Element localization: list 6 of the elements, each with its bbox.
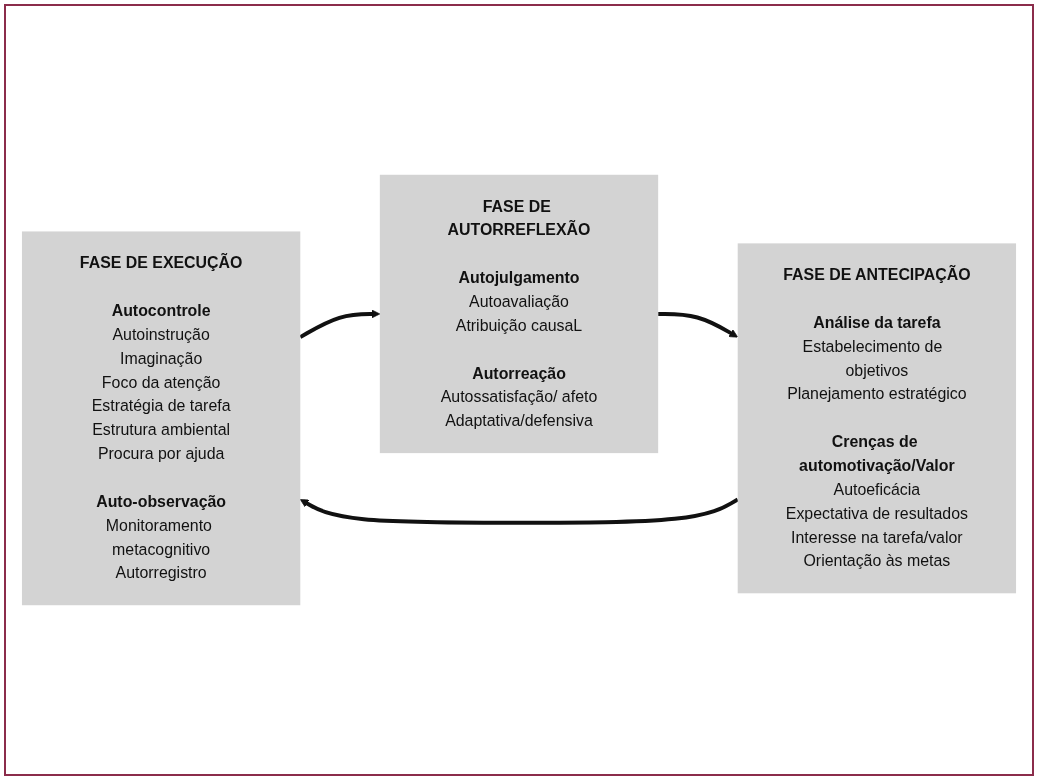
node-box: FASE DE AUTORREFLEXÃO Autojulgamento Autoavaliação Atribuição causaL Autorreação Autossatisfação/ afeto Adaptativa/defensiva bbox=[379, 174, 659, 454]
node-box: FASE DE ANTECIPAÇÃO Análise da tarefa Estabelecimento de objetivos Planejamento estratégico Crenças de automotivação/Valor Autoeficácia Expectativa de resultados Interesse na tarefa/valor Orientação às metas bbox=[737, 243, 1017, 594]
arrow bbox=[299, 309, 381, 339]
node-box: FASE DE EXECUÇÃO Autocontrole Autoinstrução Imaginação Foco da atenção Estratégia de tarefa Estrutura ambiental Procura por ajuda Auto-observação Monitoramento metacognitivo Autorregistro bbox=[21, 231, 301, 606]
arrow bbox=[658, 311, 739, 338]
arrow bbox=[299, 497, 739, 525]
